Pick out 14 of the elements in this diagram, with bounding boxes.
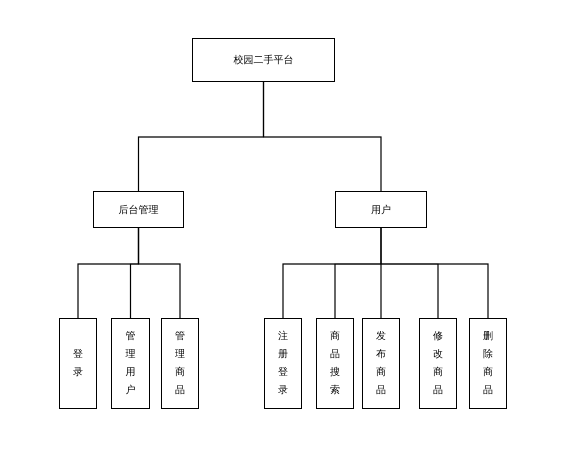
leaf-box: 商品搜索: [316, 318, 354, 409]
connector-line: [262, 82, 382, 191]
connector-line: [380, 228, 489, 318]
leaf-box: 删除商品: [469, 318, 507, 409]
title-box: 用户: [335, 191, 427, 228]
title-box: 校园二手平台: [192, 38, 335, 82]
leaf-box: 发布商品: [362, 318, 400, 409]
leaf-box: 管理用户: [111, 318, 150, 409]
leaf-box: 管理商品: [161, 318, 199, 409]
title-box: 后台管理: [93, 191, 184, 228]
leaf-box: 修改商品: [419, 318, 457, 409]
leaf-box: 注册登录: [264, 318, 302, 409]
leaf-box: 登录: [59, 318, 97, 409]
connector-line: [138, 228, 181, 318]
